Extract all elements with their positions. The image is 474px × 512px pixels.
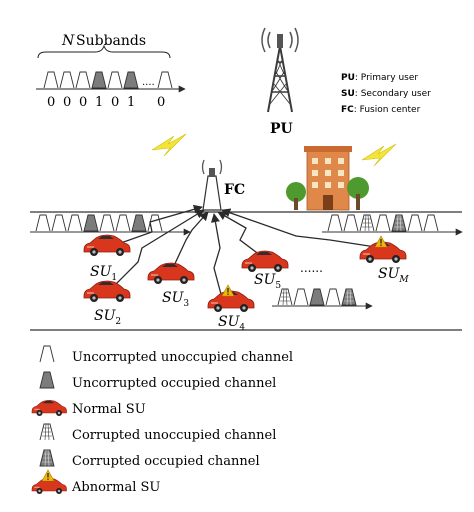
- su3-label: SU3: [162, 290, 189, 309]
- warning-sum-icon: [374, 235, 388, 248]
- subband-spectrum-top: ....: [36, 71, 186, 93]
- svg-text:PU: Primary user: PU: Primary user: [341, 73, 418, 83]
- legend-item-abnormal-su: Abnormal SU: [31, 469, 160, 495]
- svg-text:SU: Secondary user: SU: Secondary user: [341, 89, 431, 99]
- road-spectrum-bottom: [272, 288, 373, 310]
- svg-text:Corrupted unoccupied channel: Corrupted unoccupied channel: [72, 428, 276, 443]
- car-su5-icon: [241, 250, 289, 273]
- subband-ellipsis: ....: [142, 77, 155, 88]
- svg-text:Abnormal SU: Abnormal SU: [71, 480, 160, 495]
- su2-label: SU2: [94, 308, 121, 327]
- svg-text:Corrupted occupied channel: Corrupted occupied channel: [72, 454, 260, 469]
- sum-label: SUM: [378, 266, 409, 285]
- fusion-center-icon: [201, 159, 223, 211]
- su1-label: SU1: [90, 264, 117, 283]
- bit-value: 1: [127, 95, 135, 110]
- warning-su4-icon: [221, 284, 235, 297]
- svg-text:FC: Fusion center: FC: Fusion center: [341, 105, 421, 115]
- legend-item-uncorrupted-unoccupied: Uncorrupted unoccupied channel: [39, 345, 293, 365]
- road-spectrum-right: [322, 214, 463, 236]
- legend-item-normal-su: Normal SU: [31, 399, 146, 417]
- tree-icon: [286, 177, 369, 210]
- lightning-left-icon: [151, 133, 187, 157]
- subbands-label: Subbands: [76, 33, 146, 49]
- primary-user-tower-icon: [261, 27, 299, 113]
- lightning-right-icon: [361, 143, 397, 167]
- legend-item-corrupted-occupied: Corrupted occupied channel: [39, 449, 260, 469]
- bit-value: 0: [47, 95, 55, 110]
- subbands-brace: [37, 44, 171, 59]
- su-dots: ......: [300, 261, 323, 275]
- svg-text:Normal SU: Normal SU: [72, 402, 146, 417]
- bit-value: 0: [79, 95, 87, 110]
- pu-label: PU: [270, 121, 293, 137]
- car-su1-icon: [83, 234, 131, 257]
- svg-text:Uncorrupted occupied channel: Uncorrupted occupied channel: [72, 376, 276, 391]
- abbreviation-key: PU: Primary user SU: Secondary user FC: …: [341, 73, 431, 115]
- n-label: N: [61, 33, 75, 49]
- car-su3-icon: [147, 262, 195, 285]
- report-arrows: [109, 204, 383, 299]
- legend-item-corrupted-unoccupied: Corrupted unoccupied channel: [39, 423, 276, 443]
- fc-label: FC: [224, 182, 245, 198]
- bit-value: 0: [111, 95, 119, 110]
- subbands-header: N Subbands: [37, 33, 171, 59]
- building-icon: [304, 146, 352, 211]
- bit-value: 1: [95, 95, 103, 110]
- legend: Uncorrupted unoccupied channel Uncorrupt…: [31, 345, 293, 495]
- car-su2-icon: [83, 280, 131, 303]
- bit-value: 0: [63, 95, 71, 110]
- bit-value: 0: [157, 95, 165, 110]
- road-spectrum-left: [30, 214, 191, 236]
- legend-item-uncorrupted-occupied: Uncorrupted occupied channel: [39, 371, 276, 391]
- svg-text:Uncorrupted unoccupied channel: Uncorrupted unoccupied channel: [72, 350, 293, 365]
- su4-label: SU4: [218, 314, 245, 333]
- su5-label: SU5: [254, 272, 281, 291]
